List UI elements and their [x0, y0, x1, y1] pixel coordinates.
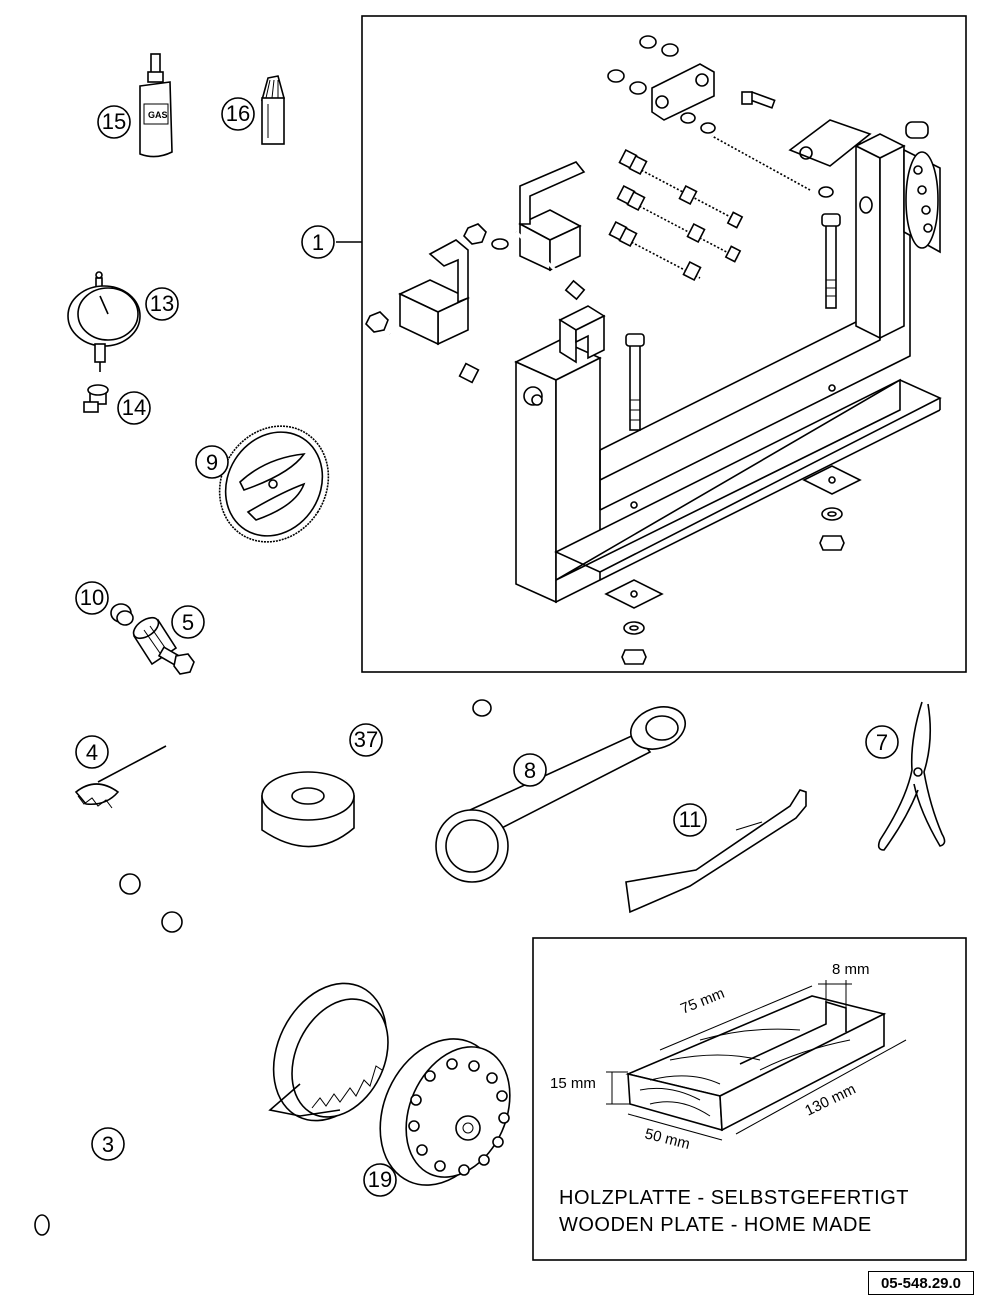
svg-text:8: 8	[524, 758, 536, 783]
svg-text:7: 7	[876, 730, 888, 755]
svg-text:37: 37	[354, 727, 378, 752]
svg-text:1: 1	[312, 230, 324, 255]
callout-37: 37	[349, 723, 383, 757]
part-1-frame	[361, 15, 967, 673]
svg-text:14: 14	[122, 395, 146, 420]
dim-length-75: 75 mm	[678, 985, 727, 1018]
part-1-engine-stand	[336, 15, 967, 673]
part-7-circlip-pliers	[877, 701, 946, 851]
callout-5: 5	[171, 605, 205, 639]
part-11-gauge-plate	[625, 789, 807, 914]
stand-bolts	[365, 35, 841, 431]
wooden-plate-detail: 75 mm 8 mm 15 mm 50 mm 130 mm HOLZPLATTE…	[532, 937, 967, 1261]
svg-text:15: 15	[102, 109, 126, 134]
callout-16: 16	[221, 97, 255, 131]
svg-text:5: 5	[182, 610, 194, 635]
svg-text:19: 19	[368, 1167, 392, 1192]
part-19-flywheel-puller	[379, 1038, 511, 1186]
svg-text:13: 13	[150, 291, 174, 316]
callout-9: 9	[195, 445, 229, 479]
wooden-plate-frame	[532, 937, 967, 1261]
svg-text:10: 10	[80, 585, 104, 610]
part-3-clutch-holder	[34, 982, 389, 1236]
part-16-threadlocker-bottle	[260, 75, 286, 145]
svg-text:9: 9	[206, 450, 218, 475]
callout-11: 11	[673, 803, 707, 837]
callout-8: 8	[513, 753, 547, 787]
callout-19: 19	[363, 1163, 397, 1197]
stand-right-upright	[788, 119, 941, 340]
part-13-dial-gauge	[67, 271, 141, 372]
stand-base-rail	[554, 378, 942, 581]
part-37-holding-tool	[119, 699, 492, 933]
dim-height-15: 15 mm	[550, 1075, 596, 1092]
dim-depth-130: 130 mm	[802, 1081, 858, 1120]
callout-1: 1	[301, 225, 335, 259]
svg-text:16: 16	[226, 101, 250, 126]
callout-7: 7	[865, 725, 899, 759]
dim-slot-8: 8 mm	[832, 961, 870, 978]
callout-10: 10	[75, 581, 109, 615]
callout-3: 3	[91, 1127, 125, 1161]
part-15-sealant-bottle: GAS	[139, 53, 173, 158]
svg-text:3: 3	[102, 1132, 114, 1157]
svg-text:GAS: GAS	[148, 110, 168, 120]
stand-feet-plates	[604, 465, 862, 665]
part-9-degree-wheel	[218, 425, 330, 543]
part-4-tool	[74, 745, 167, 809]
part-14-gauge-adapter	[83, 384, 109, 413]
part-10-sleeve	[110, 603, 134, 626]
callout-15: 15	[97, 105, 131, 139]
stand-brackets	[398, 161, 606, 364]
part-5-puller	[132, 616, 195, 675]
callout-14: 14	[117, 391, 151, 425]
part-8-wrench	[435, 706, 686, 883]
callout-4: 4	[75, 735, 109, 769]
note-english: WOODEN PLATE - HOME MADE	[559, 1214, 872, 1236]
svg-text:4: 4	[86, 740, 98, 765]
callout-13: 13	[145, 287, 179, 321]
drawing-code-label: 05-548.29.0	[868, 1271, 974, 1295]
note-german: HOLZPLATTE - SELBSTGEFERTIGT	[559, 1187, 909, 1209]
svg-text:11: 11	[679, 807, 702, 832]
